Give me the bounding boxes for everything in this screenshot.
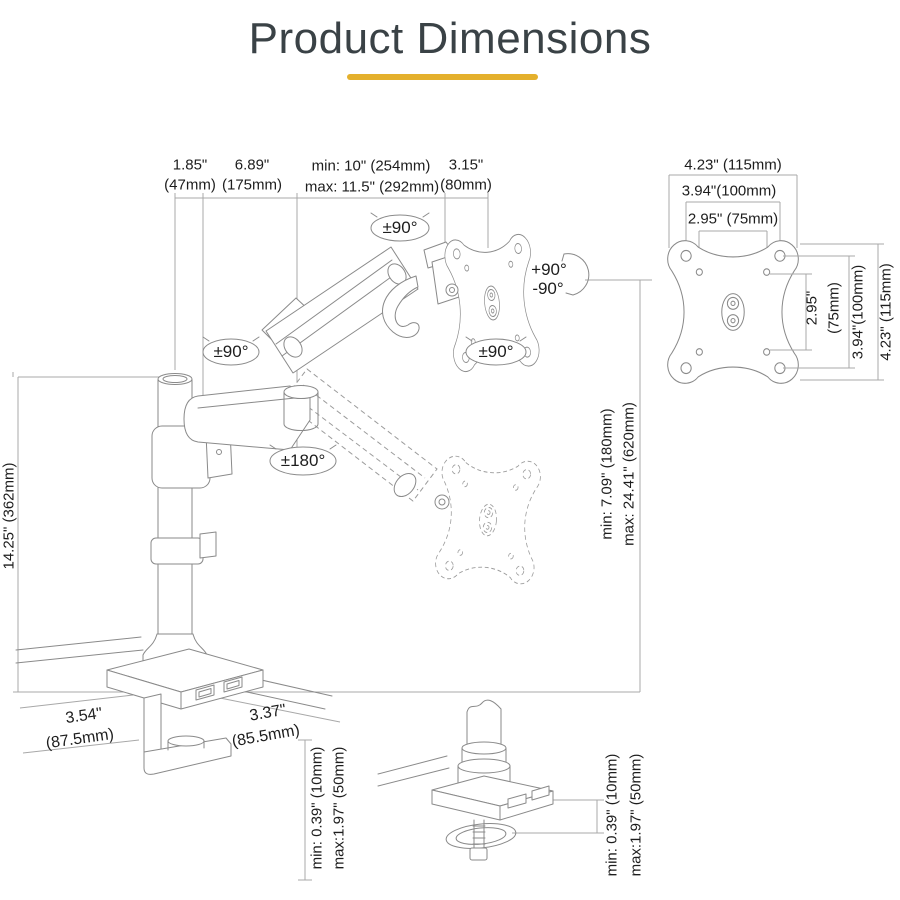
angle-arm-swivel-label: ±90°: [382, 217, 418, 237]
threaded-rod: [472, 819, 486, 851]
cable-hook: [382, 275, 420, 338]
angle-vesa-swivel-label: ±90°: [478, 341, 514, 361]
cable-clip: [150, 537, 204, 565]
grommet-mount-detail: [377, 699, 554, 861]
title-accent-bar: [347, 74, 538, 80]
page-title: Product Dimensions: [248, 14, 652, 63]
dim-height-range-max: max: 24.41" (620mm): [620, 402, 638, 546]
dim-lower-arm-in: 6.89": [234, 156, 270, 174]
pivot-screw: [445, 283, 459, 297]
clamp-thickness-min: min: 0.39" (10mm): [308, 746, 326, 870]
upper-arm: [261, 241, 463, 374]
angle-callouts: [202, 212, 590, 476]
pole-assembly: [106, 373, 264, 775]
pole-stub: [466, 699, 502, 747]
angle-screen-rotation-minus: -90°: [532, 278, 564, 298]
dim-head-mm: (80mm): [440, 176, 492, 194]
vesa-dim-115-side: 4.23" (115mm): [877, 263, 895, 361]
clamp-thickness-max: max:1.97" (50mm): [330, 746, 348, 870]
usb-port-icon: [531, 785, 550, 801]
grommet-thickness-max: max:1.97" (50mm): [627, 753, 645, 877]
vesa-dim-75-side-mm: (75mm): [825, 282, 843, 334]
angle-pole-rotation-label: ±90°: [213, 341, 249, 361]
vesa-dim-115-top: 4.23" (115mm): [684, 156, 782, 174]
dim-upper-arm-min: min: 10" (254mm): [311, 157, 431, 175]
main-dimension-lines: [12, 193, 652, 881]
dim-lower-arm-mm: (175mm): [221, 176, 283, 194]
dim-height-range-min: min: 7.09" (180mm): [598, 408, 616, 540]
angle-screen-rotation-plus: +90°: [531, 259, 567, 279]
rotation-arrow: [561, 253, 590, 296]
nut: [469, 847, 488, 861]
dim-upper-arm-max: max: 11.5" (292mm): [304, 178, 440, 196]
lower-arm: [183, 385, 319, 451]
dim-pole-offset-mm: (47mm): [164, 176, 216, 194]
dim-pole-height: 14.25" (362mm): [0, 462, 18, 570]
vesa-dim-100-top: 3.94"(100mm): [681, 182, 777, 200]
angle-elbow-rotation-label: ±180°: [280, 450, 326, 470]
grommet-thickness-min: min: 0.39" (10mm): [603, 753, 621, 877]
elbow-joint: [283, 385, 319, 399]
vesa-dim-75-top: 2.95" (75mm): [687, 210, 779, 228]
arm-lowered-ghost: [282, 368, 542, 586]
usb-port-icon: [507, 793, 527, 809]
dim-pole-offset-in: 1.85": [172, 156, 208, 174]
clamp-bracket: [143, 693, 162, 757]
vesa-dim-75-side-in: 2.95": [803, 290, 821, 326]
vesa-plate-detail: [667, 174, 884, 384]
vesa-dim-100-side: 3.94"(100mm): [849, 264, 867, 360]
dim-head-in: 3.15": [448, 156, 484, 174]
grommet-ring: [445, 823, 517, 849]
